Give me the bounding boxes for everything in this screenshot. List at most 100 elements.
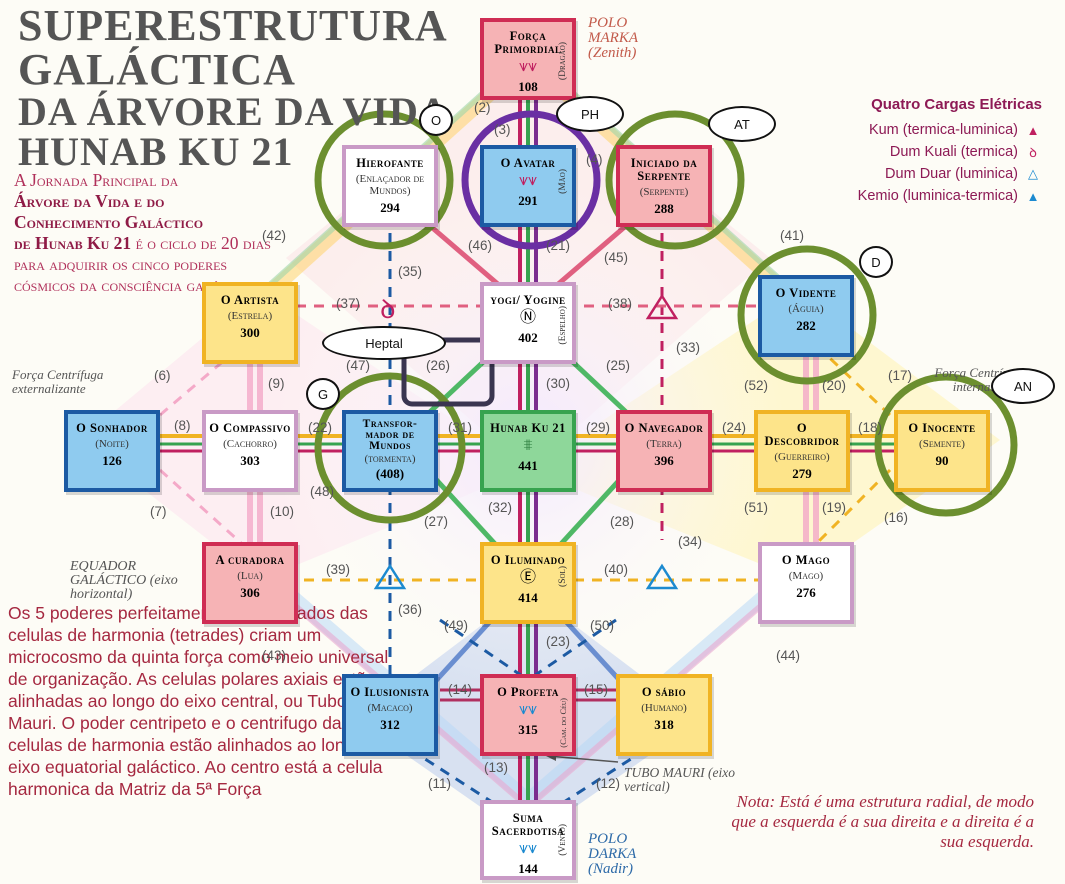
intro-bold: Conhecimento Galáctico <box>14 212 204 232</box>
charges-title: Quatro Cargas Elétricas <box>871 96 1042 113</box>
cell-yogi[interactable]: yogi/ Yogine Ⓝ 402 (Espelho) <box>480 282 576 364</box>
path-label: (49) <box>444 618 469 633</box>
path-label: (23) <box>546 634 571 649</box>
path-label: (10) <box>270 504 295 519</box>
path-label: (48) <box>310 484 335 499</box>
path-label: (9) <box>268 376 285 391</box>
circle-at <box>605 110 745 250</box>
cell-transformador[interactable]: Transfor- mador de Mundos (tormenta) (40… <box>342 410 438 492</box>
intro-line: é o ciclo de 20 dias para adquirir os ci… <box>14 233 271 295</box>
intro-text: A Jornada Principal da Árvore da Vida e … <box>14 170 289 296</box>
path-label: (40) <box>604 562 629 577</box>
circle-an <box>874 373 1018 517</box>
path-label: (2) <box>474 100 491 115</box>
path-label: (24) <box>722 420 747 435</box>
cell-artista[interactable]: O Artista (Estrela) 300 <box>202 282 298 364</box>
equator-label: EQUADOR GALÁCTICO (eixo horizontal) <box>70 559 178 602</box>
path-label: (4) <box>586 152 603 167</box>
path-label: (6) <box>154 368 171 383</box>
dum-kuali-icon: ꝺ <box>1029 145 1037 160</box>
path-label: (26) <box>426 358 451 373</box>
path-label: (34) <box>678 534 703 549</box>
path-label: (20) <box>822 378 847 393</box>
path-label: (29) <box>586 420 611 435</box>
path-label: (18) <box>858 420 883 435</box>
annotation-ph: PH <box>556 96 624 132</box>
charge-row: Dum Kuali (termica)ꝺ <box>792 141 1042 163</box>
path-label: (28) <box>610 514 635 529</box>
path-label: (13) <box>484 760 509 775</box>
diagram-charge-symbols: ꝺ <box>373 293 679 590</box>
cell-sabio[interactable]: O sábio (Humano) 318 <box>616 674 712 756</box>
cell-inocente[interactable]: O Inocente (Semente) 90 <box>894 410 990 492</box>
title-line-4: HUNAB KU 21 <box>18 129 294 174</box>
bottom-left-description: Os 5 poderes perfeitamente equili- brado… <box>8 603 389 799</box>
kum-symbol <box>645 293 679 320</box>
path-label: (25) <box>606 358 631 373</box>
path-label: (51) <box>744 500 769 515</box>
cell-hierofante[interactable]: Hierofante (Enlaçador de Mundos) 294 <box>342 145 438 227</box>
path-label: (32) <box>488 500 513 515</box>
path-label: (7) <box>150 504 167 519</box>
cell-mago[interactable]: O Mago (Mago) 276 <box>758 542 854 624</box>
cell-curadora[interactable]: A curadora (Lua) 306 <box>202 542 298 624</box>
cell-sonhador[interactable]: O Sonhador (Noite) 126 <box>64 410 160 492</box>
dum-duar-icon: △ <box>1028 166 1038 181</box>
path-label: (36) <box>398 602 423 617</box>
annotation-g: G <box>306 378 340 410</box>
cell-navegador[interactable]: O Navegador (Terra) 396 <box>616 410 712 492</box>
path-label: (17) <box>888 368 913 383</box>
cell-descobridor[interactable]: O Descobridor (Guerreiro) 279 <box>754 410 850 492</box>
cell-forca-primordial[interactable]: Força Primordial ⩛⩛ 108 (Dragão) <box>480 18 576 100</box>
path-label: (43) <box>262 648 287 663</box>
path-label: (12) <box>596 776 621 791</box>
path-label: (52) <box>744 378 769 393</box>
north-pole-label: POLO MARKA (Zenith) <box>588 15 638 61</box>
path-label: (8) <box>174 418 191 433</box>
circle-g <box>314 372 466 524</box>
path-label: (27) <box>424 514 449 529</box>
charges-legend: Quatro Cargas Elétricas Kum (termica-lum… <box>792 96 1042 207</box>
circle-d <box>737 245 877 385</box>
path-label: (47) <box>346 358 371 373</box>
south-pole-label: POLO DARKA (Nadir) <box>588 831 637 877</box>
cell-profeta[interactable]: O Profeta ⩛⩛ 315 (Cam. do Céu) <box>480 674 576 756</box>
highlight-circles <box>314 110 1018 524</box>
path-label: (37) <box>336 296 361 311</box>
path-label: (42) <box>262 228 287 243</box>
dum-duar-symbol <box>373 563 407 590</box>
cell-iluminado[interactable]: O Iluminado Ⓔ 414 (Sol) <box>480 542 576 624</box>
path-label: (3) <box>494 122 511 137</box>
heptal-box <box>401 337 495 407</box>
kemio-symbol <box>645 563 679 590</box>
intro-bold: de Hunab Ku 21 <box>14 233 132 253</box>
kum-icon: ▲ <box>1026 122 1040 138</box>
cell-compassivo[interactable]: O Compassivo (Cachorro) 303 <box>202 410 298 492</box>
cell-vidente[interactable]: O Vidente (Águia) 282 <box>758 275 854 357</box>
title-line-3: DA ÁRVORE DA VIDA <box>18 89 449 134</box>
title-line-2: GALÁCTICA <box>18 45 296 94</box>
annotation-at: AT <box>708 106 776 142</box>
cell-iniciado-serpente[interactable]: Iniciado da Serpente (Serpente) 288 <box>616 145 712 227</box>
path-label: (50) <box>590 618 615 633</box>
path-label: (19) <box>822 500 847 515</box>
path-label: (38) <box>608 296 633 311</box>
path-label: (11) <box>428 776 452 791</box>
cell-hunab-ku[interactable]: Hunab Ku 21 ⩨ 441 <box>480 410 576 492</box>
cell-suma-sacerdotisa[interactable]: Suma Sacerdotisa ⩛⩛ 144 (Vento) <box>480 800 576 880</box>
cell-avatar[interactable]: O Avatar ⩛⩛ 291 (Mão) <box>480 145 576 227</box>
path-label: (14) <box>448 682 473 697</box>
left-force-label: Força Centrífuga externalizante <box>12 367 104 396</box>
path-label: (30) <box>546 376 571 391</box>
path-label: (21) <box>546 238 571 253</box>
annotation-o: O <box>419 104 453 136</box>
path-label: (45) <box>604 250 629 265</box>
tubo-mauri-label: TUBO MAURI (eixo vertical) <box>624 765 735 794</box>
page-title: SUPERESTRUTURA GALÁCTICA DA ÁRVORE DA VI… <box>18 4 449 172</box>
cell-ilusionista[interactable]: O Ilusionista (Macaco) 312 <box>342 674 438 756</box>
intro-bold: Árvore da Vida e do <box>14 191 165 211</box>
charge-row: Dum Duar (luminica)△ <box>792 163 1042 185</box>
path-label: (44) <box>776 648 801 663</box>
path-label: (16) <box>884 510 909 525</box>
